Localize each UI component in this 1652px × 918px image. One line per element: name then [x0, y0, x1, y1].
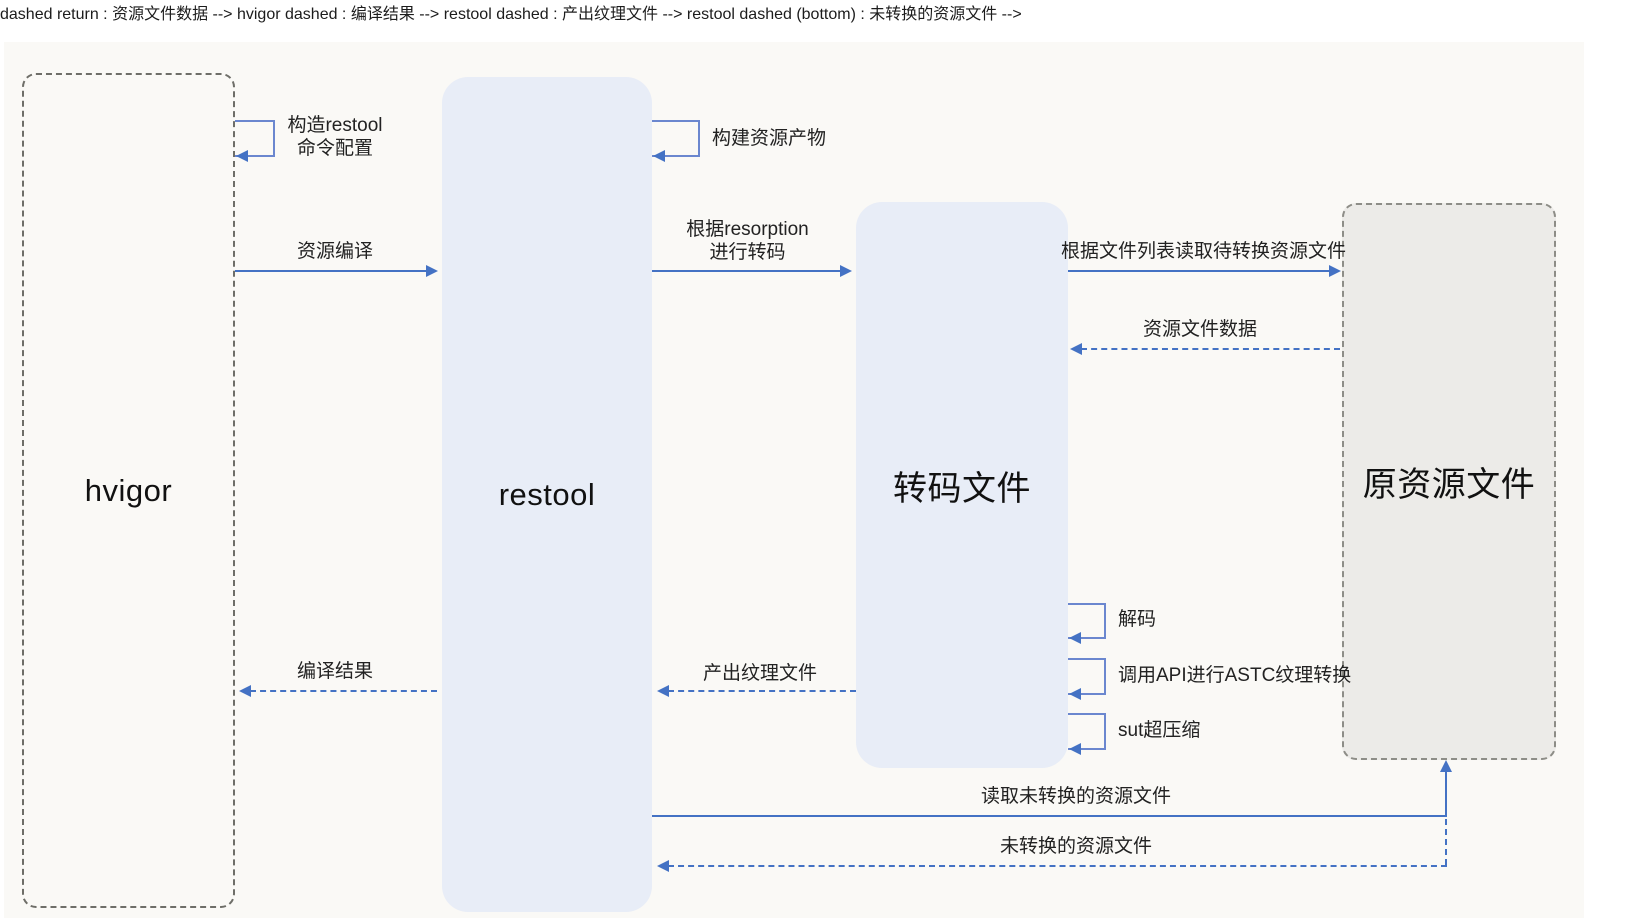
arrowhead-left-icon: [653, 150, 665, 162]
participant-transcode-file: 转码文件: [856, 202, 1068, 768]
message-read-unconverted-files: 读取未转换的资源文件: [980, 786, 1171, 807]
message-astc-texture-convert: 调用API进行ASTC纹理转换: [1118, 665, 1352, 686]
message-build-resource-artifact: 构建资源产物: [712, 128, 827, 149]
message-read-pending-convert-files: 根据文件列表读取待转换资源文件: [1060, 241, 1346, 262]
arrowhead-right-icon: [1329, 265, 1341, 277]
line-read-pending-convert-files: [1068, 270, 1330, 272]
participant-origin-resource-file: 原资源文件: [1342, 203, 1556, 760]
participant-restool: restool: [442, 77, 652, 912]
participant-hvigor: hvigor: [22, 73, 235, 908]
message-resource-file-data: 资源文件数据: [1142, 319, 1257, 340]
message-unconverted-files: 未转换的资源文件: [999, 836, 1152, 857]
line-resource-file-data: [1081, 348, 1340, 350]
line-unconverted-files-vertical: [1445, 819, 1447, 865]
message-transcode-by-resorption: 根据resorption 进行转码: [686, 219, 809, 263]
line-transcode-by-resorption: [652, 270, 841, 272]
line-compile-result: [250, 690, 437, 692]
participant-restool-label: restool: [498, 476, 596, 512]
message-decode: 解码: [1118, 609, 1157, 630]
diagram-background: [4, 42, 1584, 918]
line-read-unconverted-files-vertical: [1445, 770, 1447, 817]
message-sut-super-compress: sut超压缩: [1118, 720, 1201, 741]
arrowhead-left-icon: [1069, 688, 1081, 700]
message-resource-compile: 资源编译: [296, 241, 373, 262]
message-build-restool-config: 构造restool 命令配置: [287, 115, 383, 159]
line-output-texture-file: [668, 690, 856, 692]
participant-transcode-file-label: 转码文件: [893, 469, 1031, 508]
arrowhead-left-icon: [236, 150, 248, 162]
arrowhead-left-icon: [657, 860, 669, 872]
arrowhead-up-icon: [1440, 760, 1452, 772]
arrowhead-left-icon: [1070, 343, 1082, 355]
line-unconverted-files: [668, 865, 1447, 867]
self-loop-build-resource-artifact: [652, 120, 700, 157]
participant-origin-resource-file-label: 原资源文件: [1362, 466, 1536, 504]
arrowhead-left-icon: [657, 685, 669, 697]
arrowhead-right-icon: [426, 265, 438, 277]
self-loop-decode: [1068, 603, 1106, 639]
self-loop-build-restool-config: [235, 120, 275, 157]
message-compile-result: 编译结果: [296, 661, 373, 682]
self-loop-sut-super-compress: [1068, 713, 1106, 750]
message-output-texture-file: 产出纹理文件: [702, 663, 817, 684]
arrowhead-left-icon: [239, 685, 251, 697]
line-resource-compile: [235, 270, 427, 272]
arrowhead-left-icon: [1069, 743, 1081, 755]
line-read-unconverted-files: [652, 815, 1447, 817]
self-loop-astc-texture-convert: [1068, 658, 1106, 695]
participant-hvigor-label: hvigor: [84, 472, 173, 508]
arrowhead-left-icon: [1069, 632, 1081, 644]
arrowhead-right-icon: [840, 265, 852, 277]
